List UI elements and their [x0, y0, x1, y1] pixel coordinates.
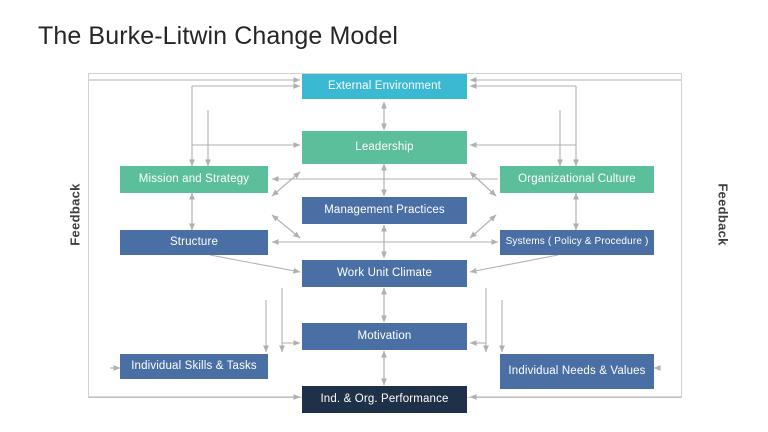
node-work-unit-climate[interactable]: Work Unit Climate	[302, 260, 467, 287]
node-mission-and-strategy[interactable]: Mission and Strategy	[120, 166, 268, 193]
page-title: The Burke-Litwin Change Model	[38, 22, 399, 50]
feedback-label-left: Feedback	[67, 183, 83, 246]
node-systems[interactable]: Systems ( Policy & Procedure )	[500, 230, 654, 255]
node-individual-needs[interactable]: Individual Needs & Values	[500, 354, 654, 389]
node-structure[interactable]: Structure	[120, 230, 268, 255]
node-individual-skills[interactable]: Individual Skills & Tasks	[120, 354, 268, 379]
node-performance[interactable]: Ind. & Org. Performance	[302, 386, 467, 413]
feedback-label-right: Feedback	[715, 183, 731, 246]
node-organizational-culture[interactable]: Organizational Culture	[500, 166, 654, 193]
node-motivation[interactable]: Motivation	[302, 323, 467, 350]
node-external-environment[interactable]: External Environment	[302, 74, 467, 99]
node-leadership[interactable]: Leadership	[302, 131, 467, 164]
node-management-practices[interactable]: Management Practices	[302, 197, 467, 224]
